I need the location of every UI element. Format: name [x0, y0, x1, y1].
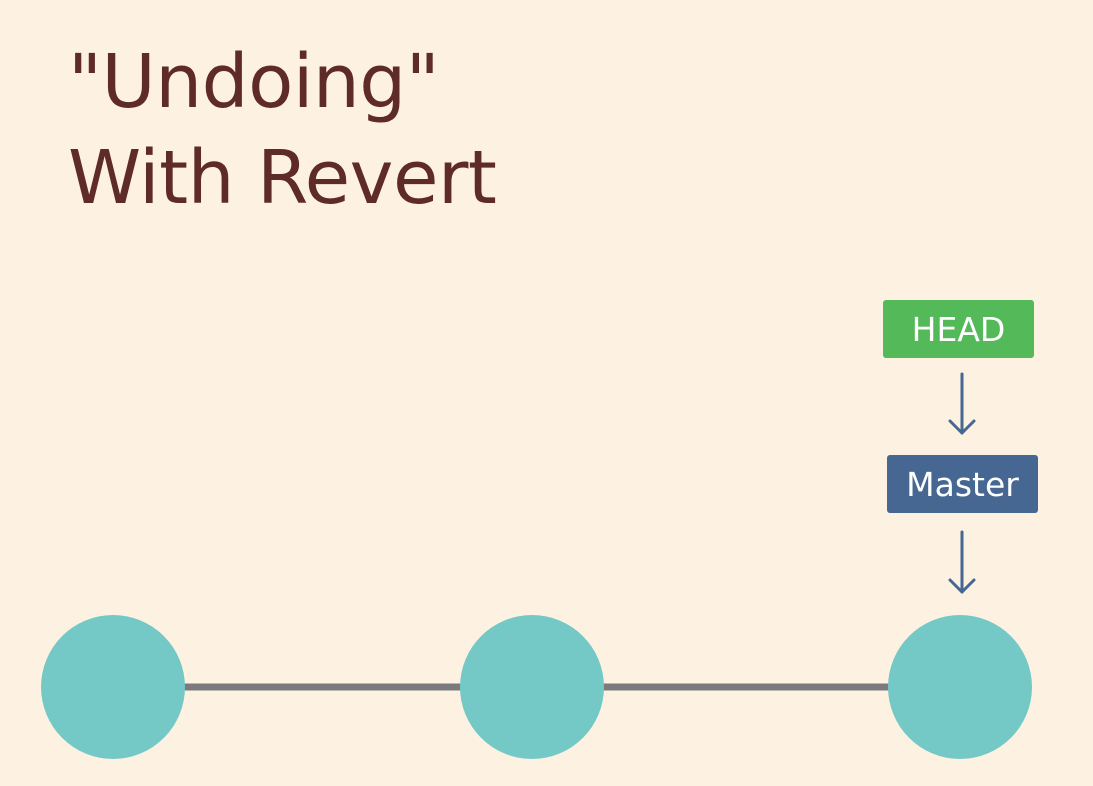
title-line-2: With Revert: [68, 135, 497, 221]
commit-node-3: [888, 615, 1032, 759]
commit-node-2: [460, 615, 604, 759]
slide-title: "Undoing" With Revert: [68, 34, 497, 226]
head-ref-label: HEAD: [883, 300, 1034, 358]
head-ref-text: HEAD: [911, 309, 1006, 349]
master-branch-text: Master: [906, 464, 1019, 504]
head-to-master-arrow: [948, 372, 976, 435]
master-branch-label: Master: [887, 455, 1038, 513]
commit-node-1: [41, 615, 185, 759]
master-to-commit-arrow: [948, 530, 976, 594]
title-line-1: "Undoing": [68, 39, 440, 125]
